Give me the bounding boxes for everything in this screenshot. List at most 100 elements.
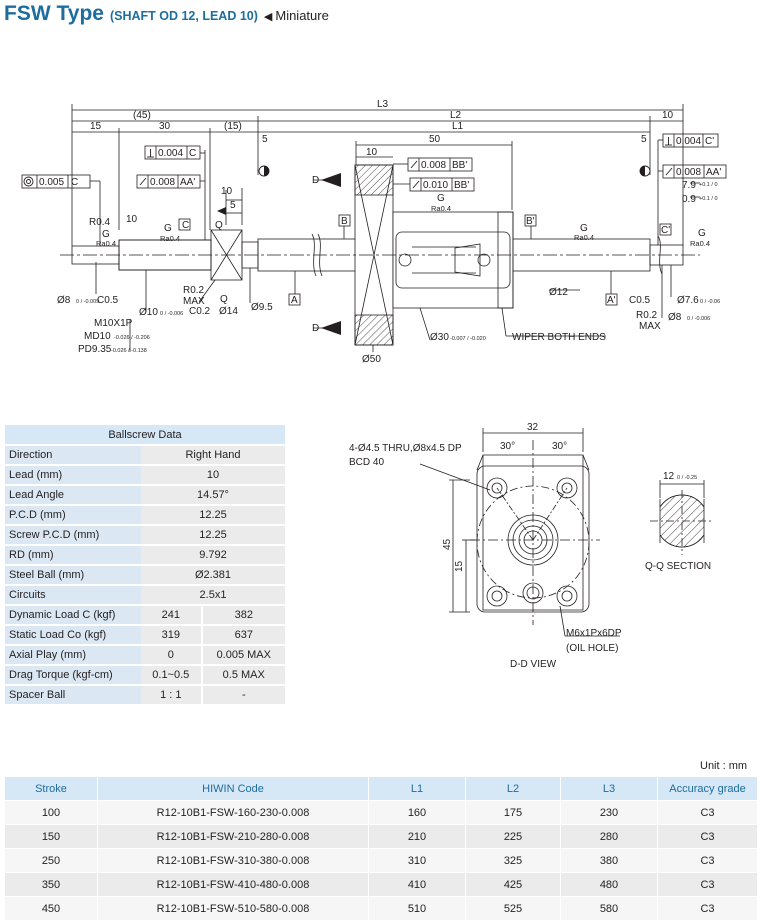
col-hiwin-code: HIWIN Code [98, 777, 369, 801]
tol-run1-value: 0.008 [150, 177, 175, 188]
cell-l2: 225 [466, 825, 561, 849]
bs-value: 9.792 [141, 545, 285, 565]
datum-b: B [341, 216, 348, 227]
dim-l3: L3 [377, 99, 389, 110]
label-phi8-tol: 0 / -0.009 [76, 299, 99, 305]
label-m10: M10X1P [94, 318, 133, 329]
datum-a-prime: A' [607, 295, 616, 306]
label-phi76: Ø7.6 [677, 295, 699, 306]
dd-width-32: 32 [527, 422, 539, 433]
tol-circ-value: 0.005 [39, 177, 64, 188]
label-wiper: WIPER BOTH ENDS [512, 332, 606, 343]
cell-code: R12-10B1-FSW-310-380-0.008 [98, 849, 369, 873]
category-label: Miniature [275, 8, 328, 23]
col-stroke: Stroke [5, 777, 98, 801]
bs-value: 1 : 1 [141, 685, 202, 705]
dd-oil-hole-label: (OIL HOLE) [566, 643, 618, 654]
dd-angle-left: 30° [500, 441, 515, 452]
page-title: FSW Type [4, 2, 104, 26]
qq-section-title: Q-Q SECTION [645, 561, 711, 572]
cell-stroke: 150 [5, 825, 98, 849]
bs-label: Drag Torque (kgf-cm) [5, 665, 141, 685]
label-r04: R0.4 [89, 217, 111, 228]
bs-label: P.C.D (mm) [5, 505, 141, 525]
tol-perp2-value: 0.004 [676, 136, 701, 147]
dim-30: 30 [159, 121, 171, 132]
qq-width: 12 [663, 471, 675, 482]
tol-run1-ref: AA' [180, 177, 195, 188]
label-phi50: Ø50 [362, 354, 381, 365]
label-phi8-right: Ø8 [668, 312, 682, 323]
label-09: 0.9 [682, 194, 696, 205]
ballscrew-drawing: L3 L2 L1 (45) (15) 15 30 50 10 5 5 10 0.… [0, 95, 761, 375]
label-phi8-right-tol: 0 / -0.006 [687, 316, 710, 322]
stroke-table: Stroke HIWIN Code L1 L2 L3 Accuracy grad… [4, 777, 757, 920]
tol-runbb2-ref: BB' [454, 180, 469, 191]
dim-5-left: 5 [262, 134, 268, 145]
arrow-left-icon: ◀ [264, 10, 272, 23]
label-c05: C0.5 [97, 295, 119, 306]
datum-c-left: C [182, 220, 189, 231]
bs-value: 12.25 [141, 505, 285, 525]
label-md10-tol: -0.026 / -0.206 [114, 335, 150, 341]
dim-5-right: 5 [641, 134, 647, 145]
dd-height-45: 45 [442, 538, 453, 550]
bs-label: Dynamic Load C (kgf) [5, 605, 141, 625]
cell-stroke: 250 [5, 849, 98, 873]
tol-circ-ref: C [71, 177, 78, 188]
col-l1: L1 [369, 777, 466, 801]
cell-stroke: 100 [5, 801, 98, 825]
label-phi30-tol: -0.007 / -0.020 [450, 336, 486, 342]
dd-holes-label: 4-Ø4.5 THRU,Ø8x4.5 DP [349, 443, 462, 454]
label-r02-right: R0.2 [636, 310, 658, 321]
bs-value: 382 [202, 605, 285, 625]
cell-l1: 410 [369, 873, 466, 897]
cell-code: R12-10B1-FSW-510-580-0.008 [98, 897, 369, 920]
cell-grade: C3 [658, 825, 758, 849]
cell-l1: 310 [369, 849, 466, 873]
tol-runbb2-value: 0.010 [423, 180, 448, 191]
table-row: 350 R12-10B1-FSW-410-480-0.008 410 425 4… [5, 873, 758, 897]
cell-grade: C3 [658, 873, 758, 897]
col-l3: L3 [561, 777, 658, 801]
dd-view-title: D-D VIEW [510, 659, 557, 670]
bs-value: Ø2.381 [141, 565, 285, 585]
page-subtitle: (SHAFT OD 12, LEAD 10) [110, 9, 258, 23]
bs-label: Screw P.C.D (mm) [5, 525, 141, 545]
label-phi76-tol: 0 / -0.06 [700, 299, 720, 305]
bs-value: 241 [141, 605, 202, 625]
cell-stroke: 350 [5, 873, 98, 897]
bs-value: 319 [141, 625, 202, 645]
label-10-left: 10 [126, 214, 138, 225]
bs-value: 0.005 MAX [202, 645, 285, 665]
dim-45: (45) [133, 110, 151, 121]
label-g2: G [164, 223, 172, 234]
bs-label: Steel Ball (mm) [5, 565, 141, 585]
label-phi10: Ø10 [139, 307, 158, 318]
label-09-tol: +0.1 / 0 [699, 196, 718, 202]
title-row: FSW Type (SHAFT OD 12, LEAD 10) ◀ Miniat… [4, 2, 329, 30]
dim-15b: (15) [224, 121, 242, 132]
datum-b-prime: B' [526, 216, 535, 227]
qq-width-tol: 0 / -0.25 [677, 475, 697, 481]
dim-15: 15 [90, 121, 102, 132]
cell-l2: 325 [466, 849, 561, 873]
dim-l1: L1 [452, 121, 464, 132]
dd-angle-right: 30° [552, 441, 567, 452]
label-pd935-tol: -0.026 / -0.138 [111, 348, 147, 354]
label-10-q: 10 [221, 186, 233, 197]
tol-perp1-value: 0.004 [158, 148, 183, 159]
label-md10: MD10 [84, 331, 111, 342]
cell-l1: 210 [369, 825, 466, 849]
datum-a: A [291, 295, 298, 306]
dim-l2: L2 [450, 110, 462, 121]
cell-code: R12-10B1-FSW-410-480-0.008 [98, 873, 369, 897]
label-phi12: Ø12 [549, 287, 568, 298]
label-c02: C0.2 [189, 306, 211, 317]
dd-bcd-label: BCD 40 [349, 457, 384, 468]
qq-section-drawing: 12 0 / -0.25 Q-Q SECTION [640, 465, 760, 575]
cell-l1: 510 [369, 897, 466, 920]
label-r02: R0.2 [183, 285, 205, 296]
cell-l2: 525 [466, 897, 561, 920]
